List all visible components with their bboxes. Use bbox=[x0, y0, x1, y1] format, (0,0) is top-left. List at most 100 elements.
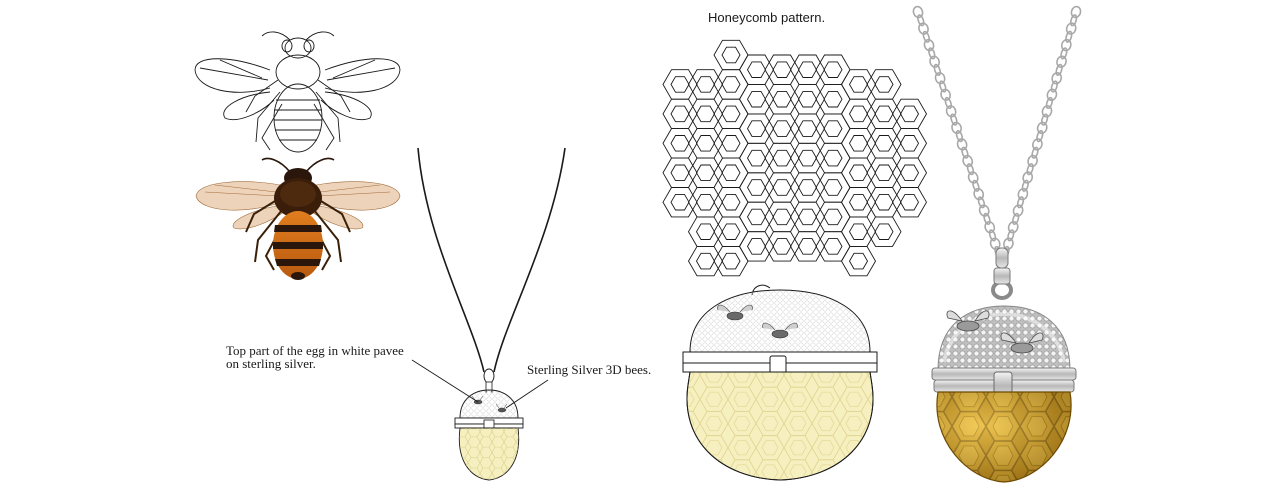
top-part-annotation: Top part of the egg in white pavee on st… bbox=[226, 343, 479, 403]
bees-label: Sterling Silver 3D bees. bbox=[527, 362, 651, 377]
chain-link bbox=[1051, 71, 1063, 85]
chain-link bbox=[918, 22, 929, 35]
honeycomb-cell bbox=[713, 39, 749, 71]
honeycomb-cell bbox=[764, 172, 800, 203]
honeycomb-cell bbox=[662, 187, 698, 218]
honeycomb-cell bbox=[815, 54, 851, 85]
chain-link bbox=[988, 229, 997, 242]
honeycomb-cell-inner bbox=[899, 135, 920, 152]
honeycomb-cell bbox=[662, 128, 698, 159]
chain-link bbox=[929, 55, 941, 68]
chain-link bbox=[1045, 96, 1054, 110]
honeycomb-cell bbox=[866, 216, 902, 247]
chain-link bbox=[951, 121, 963, 135]
honeycomb-cell bbox=[738, 142, 775, 174]
honeycomb-cell bbox=[891, 187, 928, 218]
honeycomb-cell-inner bbox=[772, 238, 792, 255]
chain-link bbox=[955, 130, 964, 143]
honeycomb-cell-inner bbox=[721, 193, 741, 211]
honeycomb-cell bbox=[789, 83, 826, 115]
chain-link bbox=[978, 204, 990, 217]
honeycomb-cell-inner bbox=[848, 164, 869, 182]
honeycomb-cell bbox=[840, 216, 877, 247]
chain-link bbox=[1050, 80, 1058, 93]
bee-color-icon bbox=[195, 157, 401, 280]
honeycomb-cell-inner bbox=[797, 179, 818, 196]
chain-link bbox=[928, 47, 936, 60]
honeycomb-cell-inner bbox=[823, 149, 843, 167]
honeycomb-cell bbox=[713, 128, 749, 159]
honeycomb-cell bbox=[713, 187, 749, 218]
honeycomb-cell-inner bbox=[670, 105, 690, 123]
honeycomb-cell bbox=[815, 113, 851, 144]
honeycomb-cell bbox=[789, 231, 826, 262]
honeycomb-cell-inner bbox=[848, 193, 869, 211]
chain-link bbox=[917, 14, 925, 27]
honeycomb-cell-inner bbox=[823, 120, 843, 137]
honeycomb-cell bbox=[713, 98, 749, 130]
chain-link bbox=[950, 113, 958, 126]
pendant-photo-icon bbox=[912, 5, 1082, 483]
honeycomb-cell bbox=[713, 69, 749, 100]
honeycomb-cell bbox=[764, 231, 800, 262]
chain-link bbox=[945, 105, 957, 118]
honeycomb-cell bbox=[738, 172, 775, 203]
honeycomb-cell-inner bbox=[797, 238, 818, 255]
honeycomb-cell bbox=[866, 98, 902, 130]
honeycomb-cell-inner bbox=[874, 105, 894, 123]
honeycomb-cell bbox=[764, 83, 800, 115]
chain-link bbox=[923, 38, 935, 52]
chain-left bbox=[912, 5, 1002, 259]
bee-charm-icon bbox=[717, 304, 798, 339]
honeycomb-cell bbox=[789, 142, 826, 174]
chain-link bbox=[961, 146, 969, 159]
honeycomb-label: Honeycomb pattern. bbox=[708, 10, 825, 25]
honeycomb-cell bbox=[738, 83, 775, 115]
honeycomb-cell bbox=[738, 113, 775, 144]
honeycomb-cell-inner bbox=[823, 61, 843, 78]
chain-link bbox=[912, 5, 924, 19]
honeycomb-cell-inner bbox=[721, 105, 741, 123]
chain-link bbox=[1017, 187, 1029, 201]
honeycomb-cell bbox=[789, 54, 826, 85]
chain-link bbox=[939, 80, 947, 93]
honeycomb-cell bbox=[713, 216, 749, 247]
honeycomb-cell-inner bbox=[797, 61, 818, 78]
honeycomb-cell bbox=[840, 128, 877, 159]
honeycomb-cell-inner bbox=[874, 193, 894, 211]
chain-link bbox=[1027, 154, 1038, 168]
honeycomb-cell-inner bbox=[823, 208, 843, 226]
honeycomb-cell-inner bbox=[772, 149, 792, 167]
honeycomb-cell-inner bbox=[695, 105, 716, 123]
chain-link bbox=[977, 196, 986, 209]
honeycomb-cell bbox=[738, 231, 775, 262]
honeycomb-cell-inner bbox=[695, 164, 716, 182]
honeycomb-cell-inner bbox=[746, 90, 767, 108]
honeycomb-cell bbox=[662, 69, 698, 100]
honeycomb-cell bbox=[687, 187, 724, 218]
honeycomb-cell bbox=[662, 157, 698, 188]
chain-link bbox=[967, 171, 979, 184]
honeycomb-cell bbox=[815, 172, 851, 203]
honeycomb-cell-inner bbox=[721, 76, 741, 93]
honeycomb-cell-inner bbox=[670, 135, 690, 152]
honeycomb-cell bbox=[840, 98, 877, 130]
chain-link bbox=[944, 96, 953, 110]
honeycomb-cell bbox=[687, 98, 724, 130]
chain-right bbox=[1002, 5, 1082, 259]
honeycomb-cell-inner bbox=[874, 135, 894, 152]
honeycomb-cell-inner bbox=[670, 193, 690, 211]
chain-link bbox=[1003, 237, 1014, 250]
honeycomb-cell-inner bbox=[823, 179, 843, 196]
chain-link bbox=[983, 212, 991, 225]
honeycomb-cell-inner bbox=[721, 164, 741, 182]
honeycomb-cell-inner bbox=[848, 223, 869, 240]
honeycomb-cell-inner bbox=[772, 90, 792, 108]
chain-link bbox=[1056, 55, 1067, 68]
honeycomb-cell-inner bbox=[874, 223, 894, 240]
honeycomb-cell-inner bbox=[797, 120, 818, 137]
honeycomb-cell-inner bbox=[721, 46, 741, 64]
honeycomb-cell bbox=[866, 187, 902, 218]
honeycomb-cell-inner bbox=[899, 193, 920, 211]
